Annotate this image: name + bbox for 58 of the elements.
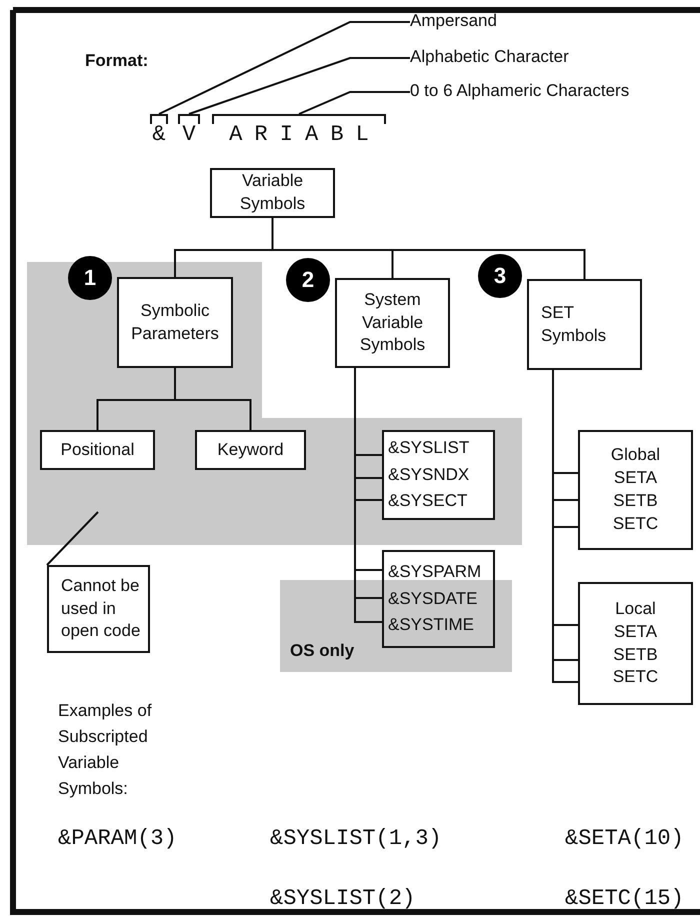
code-example: &SYSLIST(2) bbox=[270, 886, 416, 911]
box-heading: Local bbox=[615, 598, 656, 620]
number-text: 1 bbox=[84, 265, 96, 291]
box-text: SET Symbols bbox=[541, 302, 608, 346]
format-characters: & bbox=[151, 122, 179, 147]
symbol-box bbox=[335, 278, 450, 368]
box-text: Keyword bbox=[217, 438, 284, 461]
symbol-box bbox=[382, 430, 495, 520]
box-text: &SYSLIST bbox=[388, 437, 470, 460]
code-example: &SETC(15) bbox=[565, 886, 684, 911]
note-box bbox=[47, 565, 150, 653]
box-text: SETC bbox=[612, 512, 658, 535]
symbol-box bbox=[117, 277, 233, 368]
leader-line bbox=[188, 57, 410, 115]
number-text: 3 bbox=[494, 263, 506, 289]
connector-line bbox=[272, 218, 586, 279]
box-text: SETC bbox=[612, 666, 658, 688]
format-label: Format: bbox=[85, 50, 148, 72]
symbol-box bbox=[40, 430, 155, 470]
format-characters: V bbox=[181, 122, 209, 147]
box-text: SETB bbox=[613, 644, 658, 666]
box-heading: Global bbox=[610, 444, 660, 466]
code-example: &PARAM(3) bbox=[58, 826, 177, 851]
connector-line bbox=[174, 368, 252, 430]
callout-number bbox=[286, 258, 330, 302]
callout-number bbox=[478, 254, 522, 298]
callout-text: 0 to 6 Alphameric Characters bbox=[410, 80, 630, 104]
box-text: System Variable Symbols bbox=[358, 288, 426, 356]
symbol-box bbox=[578, 582, 693, 705]
box-text: SETB bbox=[613, 490, 658, 512]
examples-heading: Examples of Subscripted Variable Symbols: bbox=[58, 700, 153, 800]
callout-text: Ampersand bbox=[410, 10, 497, 34]
box-text: Symbolic Parameters bbox=[130, 300, 220, 344]
box-text: Positional bbox=[60, 438, 134, 461]
box-text: Cannot be used in open code bbox=[61, 574, 142, 642]
callout-text: Alphabetic Character bbox=[410, 46, 569, 70]
symbol-box bbox=[210, 168, 335, 218]
number-text: 2 bbox=[302, 267, 314, 293]
code-example: &SYSLIST(1,3) bbox=[270, 826, 442, 851]
box-text: &SYSECT bbox=[388, 490, 468, 512]
leader-line bbox=[298, 91, 410, 115]
code-example: &SETA(10) bbox=[565, 826, 684, 851]
box-text: SETA bbox=[614, 467, 658, 490]
leader-line bbox=[46, 511, 99, 566]
symbol-box bbox=[578, 430, 693, 550]
format-characters: ARIABL bbox=[228, 122, 382, 147]
box-text: SETA bbox=[614, 620, 658, 643]
leader-line bbox=[158, 21, 410, 115]
symbol-box bbox=[382, 550, 495, 648]
box-text: &SYSNDX bbox=[388, 464, 470, 486]
box-text: &SYSDATE bbox=[388, 588, 478, 610]
box-text: &SYSTIME bbox=[388, 614, 474, 636]
connector-line bbox=[552, 370, 578, 683]
box-text: &SYSPARM bbox=[388, 561, 482, 584]
symbol-box bbox=[527, 279, 642, 370]
symbol-box bbox=[195, 430, 306, 470]
band-label: OS only bbox=[290, 640, 354, 662]
box-text: Variable Symbols bbox=[238, 170, 306, 215]
